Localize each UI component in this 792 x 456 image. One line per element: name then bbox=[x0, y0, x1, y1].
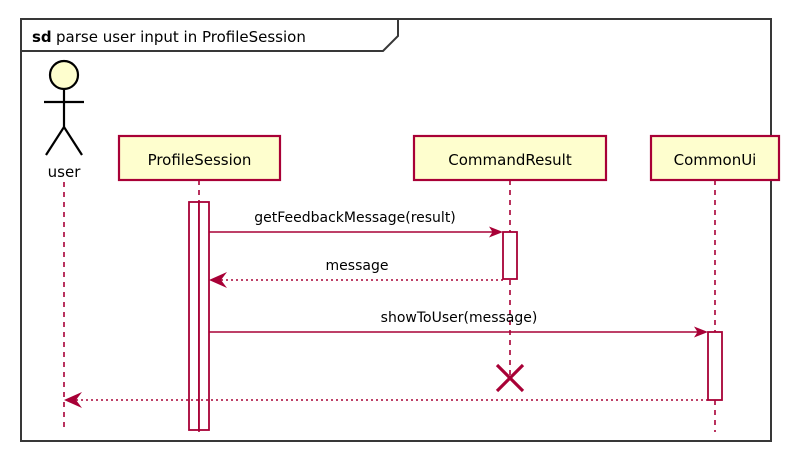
participant-label-commandresult: CommandResult bbox=[448, 151, 572, 169]
participant-commonui[interactable]: CommonUi bbox=[649, 134, 781, 182]
activation-commonui bbox=[707, 331, 723, 401]
frame-keyword-label: sd bbox=[32, 28, 52, 46]
destroy-marker-commandresult bbox=[495, 363, 525, 393]
message-1-arrowhead-icon bbox=[489, 226, 503, 238]
frame-title-label: parse user input in ProfileSession bbox=[56, 28, 306, 46]
actor-user[interactable]: user bbox=[44, 59, 84, 181]
actor-left-leg-icon bbox=[45, 126, 65, 156]
message-4-arrowhead-icon bbox=[64, 392, 82, 408]
participant-profilesession[interactable]: ProfileSession bbox=[117, 134, 282, 182]
message-1-label: getFeedbackMessage(result) bbox=[254, 210, 456, 226]
participant-commandresult[interactable]: CommandResult bbox=[412, 134, 608, 182]
message-2-arrowhead-icon bbox=[209, 272, 227, 288]
activation-profilesession-inner bbox=[198, 201, 210, 431]
message-3-arrowhead-icon bbox=[694, 326, 708, 338]
message-2-message[interactable]: message bbox=[209, 258, 503, 288]
message-2-label: message bbox=[326, 258, 389, 274]
actor-right-leg-icon bbox=[63, 126, 83, 156]
activation-profilesession-outer bbox=[188, 201, 200, 431]
actor-label-user: user bbox=[48, 163, 82, 181]
activation-commandresult bbox=[502, 231, 518, 280]
participant-box-profilesession[interactable] bbox=[117, 134, 282, 182]
participant-box-commandresult[interactable] bbox=[412, 134, 608, 182]
message-1-getfeedbackmessage[interactable]: getFeedbackMessage(result) bbox=[209, 210, 503, 238]
message-4-return-to-user[interactable] bbox=[64, 392, 708, 408]
participant-box-commonui[interactable] bbox=[649, 134, 781, 182]
activations-group bbox=[188, 201, 723, 431]
participant-label-commonui: CommonUi bbox=[674, 151, 757, 169]
diagram-frame: sd parse user input in ProfileSession bbox=[20, 18, 772, 442]
frame-title-tab bbox=[21, 18, 399, 52]
message-3-label: showToUser(message) bbox=[381, 310, 538, 326]
frame-outline bbox=[20, 18, 772, 442]
message-3-showtouser[interactable]: showToUser(message) bbox=[209, 310, 708, 338]
participant-label-profilesession: ProfileSession bbox=[148, 151, 252, 169]
actor-head-icon bbox=[48, 59, 80, 91]
destroy-x-icon-stroke-2 bbox=[495, 363, 525, 393]
